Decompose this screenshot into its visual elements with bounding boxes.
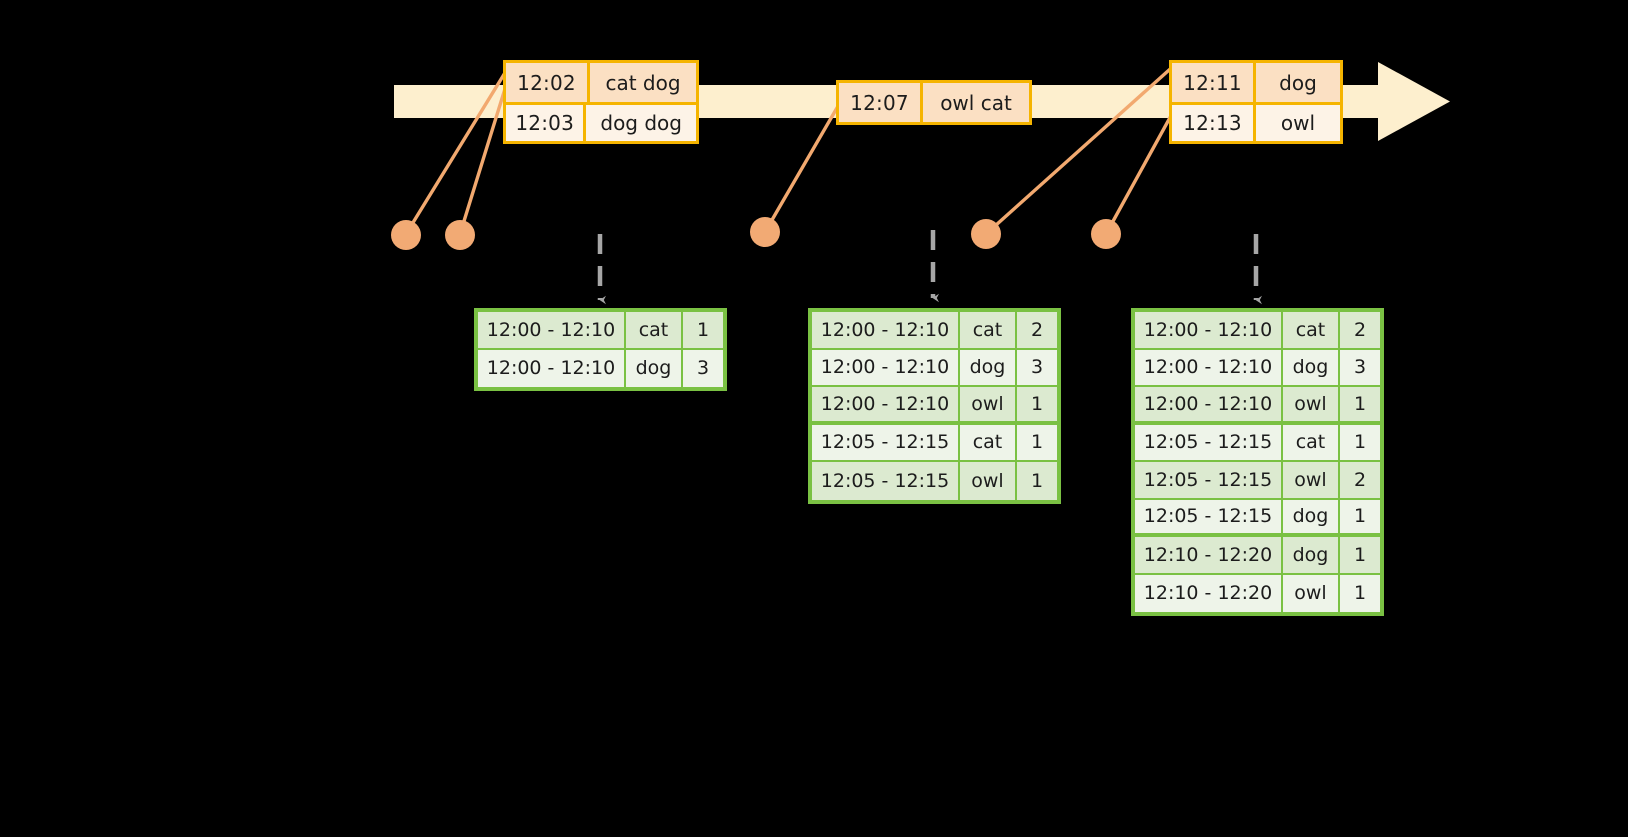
connector-12-13 bbox=[1104, 101, 1180, 236]
cell-window: 12:00 - 12:10 bbox=[478, 312, 626, 348]
event-time: 12:02 bbox=[506, 63, 590, 102]
cell-window: 12:10 - 12:20 bbox=[1135, 574, 1283, 612]
cell-count: 1 bbox=[1353, 431, 1367, 454]
event-payload: dog bbox=[1279, 70, 1317, 95]
event-time: 12:07 bbox=[839, 83, 923, 122]
event-payload: owl cat bbox=[940, 90, 1012, 115]
cell-key: cat bbox=[960, 312, 1017, 348]
connector-12-02 bbox=[404, 61, 513, 236]
cell-key: owl bbox=[960, 462, 1017, 500]
cell-key: dog bbox=[960, 349, 1017, 385]
emit-arrows bbox=[597, 230, 1262, 305]
marker-dot-4 bbox=[971, 219, 1001, 249]
cell-window: 12:05 - 12:15 bbox=[812, 462, 960, 500]
cell-window: 12:00 - 12:10 bbox=[1135, 312, 1283, 348]
cell-window: 12:10 - 12:20 bbox=[1135, 537, 1283, 573]
event-group-3[interactable]: 12:11 dog 12:13 owl bbox=[1169, 60, 1343, 144]
cell-count: 1 bbox=[1353, 582, 1367, 605]
cell-key: owl bbox=[1283, 574, 1340, 612]
cell-count: 1 bbox=[696, 318, 710, 341]
cell-count: 3 bbox=[1353, 356, 1367, 379]
cell-key: dog bbox=[1283, 537, 1340, 573]
cell-window: 12:00 - 12:10 bbox=[812, 312, 960, 348]
cell-window: 12:00 - 12:10 bbox=[1135, 387, 1283, 421]
event-payload: dog dog bbox=[600, 111, 682, 135]
cell-count: 1 bbox=[1353, 543, 1367, 566]
marker-dot-3 bbox=[750, 217, 780, 247]
event-group-1[interactable]: 12:02 cat dog 12:03 dog dog bbox=[503, 60, 699, 144]
marker-dots bbox=[391, 217, 1121, 250]
cell-key: dog bbox=[1283, 349, 1340, 385]
event-row[interactable]: 12:07 owl cat bbox=[839, 83, 1029, 122]
event-payload: owl bbox=[1280, 111, 1316, 135]
event-time: 12:03 bbox=[506, 105, 587, 141]
cell-key: owl bbox=[1283, 462, 1340, 498]
event-row[interactable]: 12:03 dog dog bbox=[506, 102, 696, 141]
cell-window: 12:05 - 12:15 bbox=[1135, 424, 1283, 460]
event-row[interactable]: 12:02 cat dog bbox=[506, 63, 696, 102]
marker-dot-1 bbox=[391, 220, 421, 250]
cell-count: 3 bbox=[1030, 356, 1044, 379]
event-row[interactable]: 12:11 dog bbox=[1172, 63, 1340, 102]
cell-key: owl bbox=[960, 387, 1017, 421]
event-time: 12:11 bbox=[1172, 63, 1256, 102]
cell-count: 1 bbox=[1030, 431, 1044, 454]
cell-window: 12:00 - 12:10 bbox=[812, 349, 960, 385]
cell-window: 12:05 - 12:15 bbox=[1135, 499, 1283, 533]
event-time: 12:13 bbox=[1172, 105, 1256, 141]
cell-key: cat bbox=[1283, 424, 1340, 460]
cell-window: 12:05 - 12:15 bbox=[1135, 462, 1283, 498]
cell-window: 12:00 - 12:10 bbox=[812, 387, 960, 421]
cell-count: 2 bbox=[1353, 318, 1367, 341]
cell-count: 1 bbox=[1353, 505, 1367, 528]
cell-key: owl bbox=[1283, 387, 1340, 421]
cell-count: 1 bbox=[1030, 392, 1044, 415]
cell-window: 12:05 - 12:15 bbox=[812, 424, 960, 460]
marker-dot-5 bbox=[1091, 219, 1121, 249]
cell-count: 1 bbox=[1353, 392, 1367, 415]
event-group-2[interactable]: 12:07 owl cat bbox=[836, 80, 1032, 125]
cell-count: 1 bbox=[1030, 469, 1044, 492]
cell-window: 12:00 - 12:10 bbox=[1135, 349, 1283, 385]
cell-count: 2 bbox=[1353, 468, 1367, 491]
cell-key: cat bbox=[1283, 312, 1340, 348]
cell-count: 3 bbox=[696, 357, 710, 380]
cell-key: cat bbox=[626, 312, 683, 348]
cell-key: cat bbox=[960, 424, 1017, 460]
cell-window: 12:00 - 12:10 bbox=[478, 349, 626, 387]
cell-key: dog bbox=[626, 349, 683, 387]
cell-key: dog bbox=[1283, 499, 1340, 533]
marker-dot-2 bbox=[445, 220, 475, 250]
cell-count: 2 bbox=[1030, 318, 1044, 341]
event-payload: cat dog bbox=[605, 70, 681, 95]
event-row[interactable]: 12:13 owl bbox=[1172, 102, 1340, 141]
